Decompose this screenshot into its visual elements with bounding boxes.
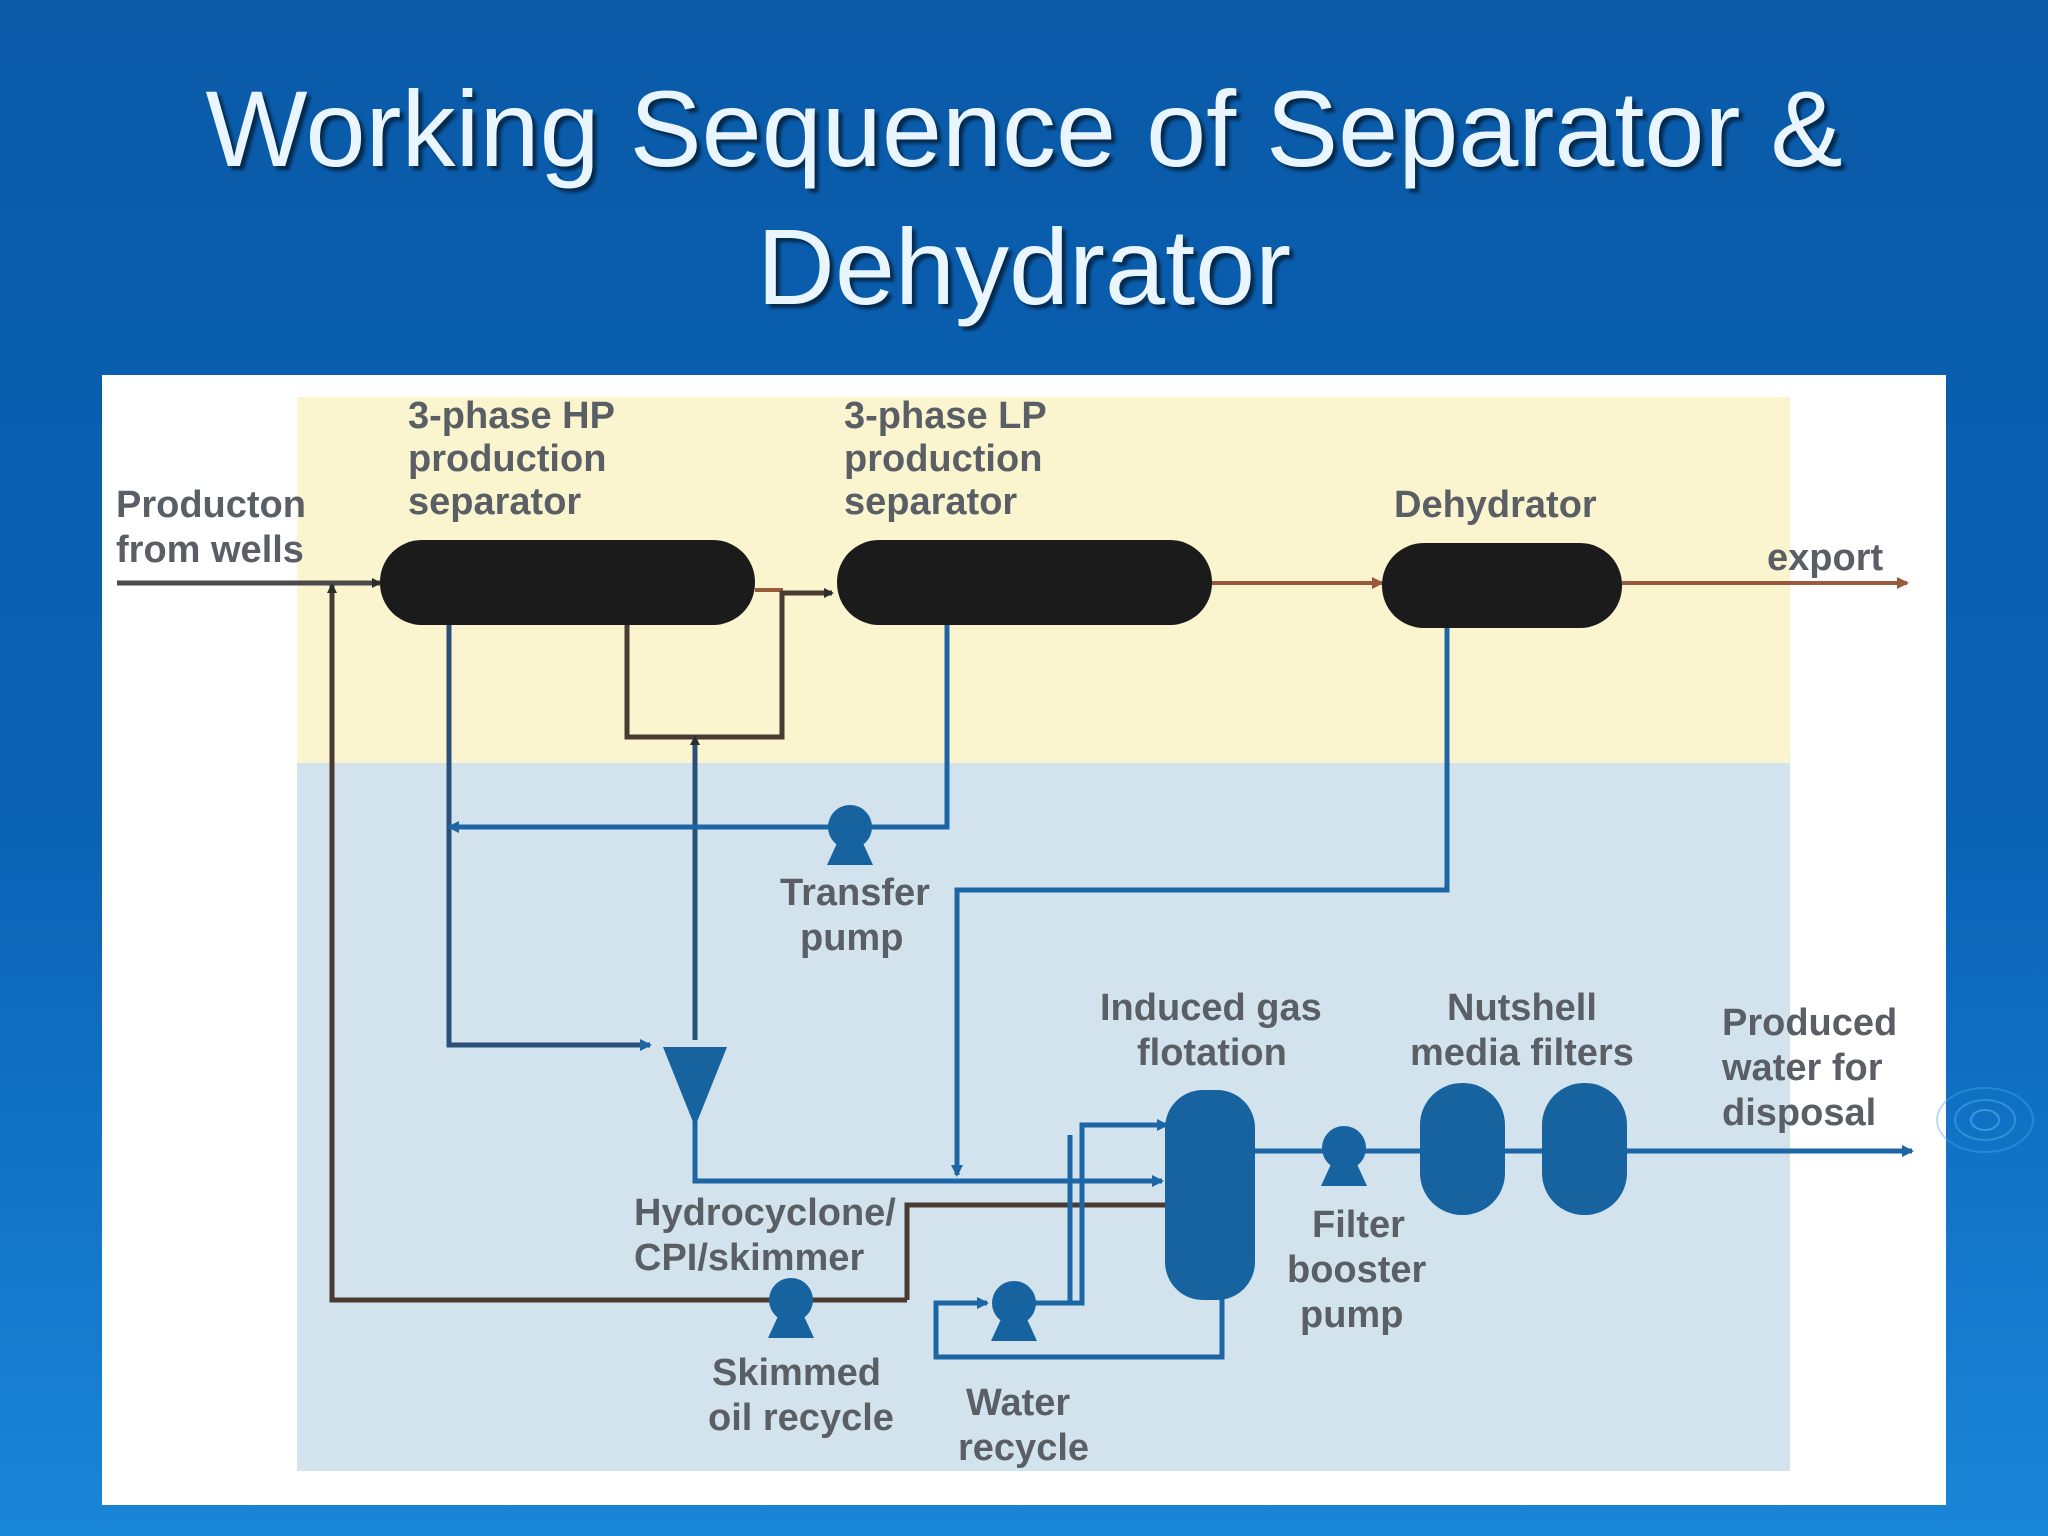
label-produced-2: water for xyxy=(1721,1047,1883,1089)
hp-separator-vessel xyxy=(380,540,755,625)
label-filter-3: pump xyxy=(1300,1294,1403,1336)
label-production-2: from wells xyxy=(116,529,304,571)
label-lp-3: separator xyxy=(844,481,1017,523)
label-filter-2: booster xyxy=(1287,1249,1427,1291)
label-filter-1: Filter xyxy=(1312,1204,1405,1246)
slide-title-line-1: Working Sequence of Separator & xyxy=(205,68,1843,189)
hp-oil-outlet-line xyxy=(624,588,834,740)
label-production-1: Producton xyxy=(116,484,306,526)
water-recycle-loop-line xyxy=(933,1297,1225,1360)
skimmed-oil-recycle-line xyxy=(327,583,907,1303)
label-nutshell-1: Nutshell xyxy=(1447,987,1597,1029)
label-hp-3: separator xyxy=(408,481,581,523)
label-transfer-1: Transfer xyxy=(780,872,930,914)
ripple-decoration-icon xyxy=(1936,1087,2034,1153)
label-hydro-1: Hydrocyclone/ xyxy=(634,1192,896,1234)
label-skimmed-1: Skimmed xyxy=(712,1352,881,1394)
hp-water-outlet-line xyxy=(446,625,652,1051)
nutshell-filter-1 xyxy=(1420,1083,1505,1215)
filter-booster-pump-icon xyxy=(1321,1126,1367,1186)
water-recycle-return-line xyxy=(1032,1119,1169,1306)
diagram-canvas: Producton from wells 3-phase HP producti… xyxy=(116,395,1914,1471)
slide-title-line-2: Dehydrator xyxy=(756,206,1292,327)
water-recycle-pump-icon xyxy=(991,1281,1037,1341)
label-dehydrator: Dehydrator xyxy=(1394,484,1597,526)
dehydrator-vessel xyxy=(1382,543,1622,628)
skimmed-oil-pump-icon xyxy=(768,1278,814,1338)
label-skimmed-2: oil recycle xyxy=(708,1397,894,1439)
liquid-zone xyxy=(297,763,1790,1471)
process-flow-diagram: Producton from wells 3-phase HP producti… xyxy=(102,375,1946,1505)
label-hydro-2: CPI/skimmer xyxy=(634,1237,864,1279)
label-igf-1: Induced gas xyxy=(1100,987,1322,1029)
nutshell-filter-2 xyxy=(1542,1083,1627,1215)
label-produced-3: disposal xyxy=(1722,1092,1876,1134)
label-hp-2: production xyxy=(408,438,606,480)
label-hp-1: 3-phase HP xyxy=(408,395,615,437)
label-nutshell-2: media filters xyxy=(1410,1032,1634,1074)
label-export: export xyxy=(1767,537,1883,579)
dehydrator-water-outlet-line xyxy=(951,627,1450,1177)
igf-vessel xyxy=(1165,1090,1255,1300)
hydrocyclone-vessel xyxy=(663,1047,727,1127)
lp-water-outlet-line xyxy=(447,625,950,833)
label-lp-2: production xyxy=(844,438,1042,480)
label-water-2: recycle xyxy=(958,1427,1089,1469)
label-water-1: Water xyxy=(966,1382,1070,1424)
label-transfer-2: pump xyxy=(800,917,903,959)
slide-title: Working Sequence of Separator & Dehydrat… xyxy=(0,60,2048,336)
transfer-pump-icon xyxy=(827,805,873,865)
label-lp-1: 3-phase LP xyxy=(844,395,1047,437)
label-igf-2: flotation xyxy=(1137,1032,1287,1074)
label-produced-1: Produced xyxy=(1722,1002,1897,1044)
lp-separator-vessel xyxy=(837,540,1212,625)
